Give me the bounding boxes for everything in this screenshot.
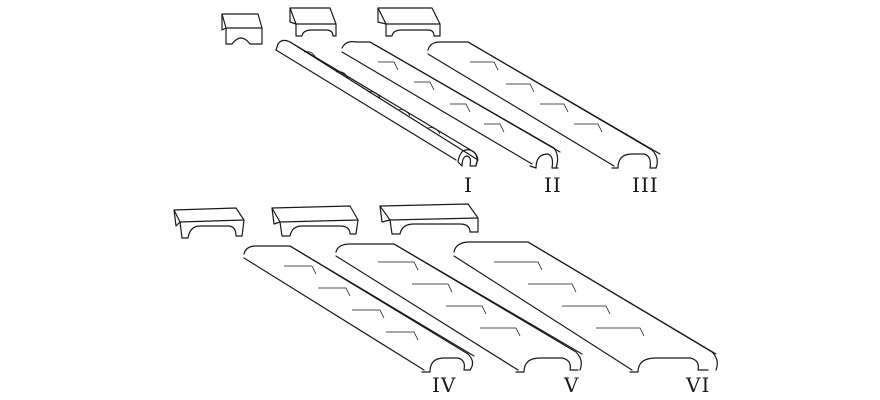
label-numeral-VI: VI — [685, 373, 710, 397]
label-numeral-V: V — [563, 373, 579, 397]
label-numeral-II: II — [544, 173, 562, 197]
cross-section-IV — [173, 207, 245, 239]
tunnel-V — [335, 243, 583, 373]
cross-section-II — [289, 7, 337, 37]
cross-section-VI — [379, 203, 479, 235]
label-numeral-I: I — [464, 173, 473, 197]
label-numeral-IV: IV — [432, 373, 456, 397]
tunnel-II — [341, 41, 561, 169]
tunnel-III — [427, 41, 661, 169]
tunnel-VI — [453, 241, 718, 373]
tunnel-I — [275, 39, 479, 167]
cross-section-I — [221, 13, 263, 45]
tunnel-IV — [243, 245, 475, 373]
cross-section-III — [377, 7, 441, 37]
label-numeral-III: III — [632, 173, 659, 197]
cross-section-V — [271, 205, 359, 237]
